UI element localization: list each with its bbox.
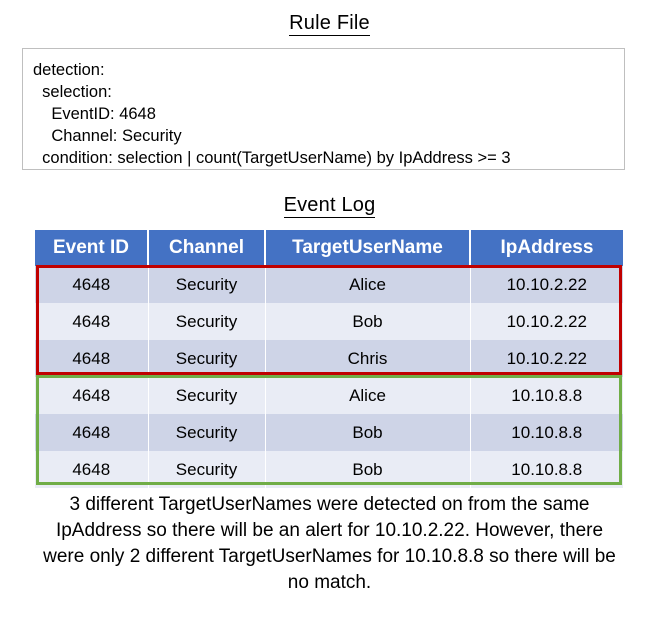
cell-event-id: 4648 xyxy=(35,377,149,414)
explanation-caption: 3 different TargetUserNames were detecte… xyxy=(43,494,616,593)
cell-targetusername: Alice xyxy=(264,377,471,414)
event-log-title: Event Log xyxy=(0,194,659,218)
cell-channel: Security xyxy=(147,377,266,414)
column-header-event-id: Event ID xyxy=(35,230,149,266)
cell-event-id: 4648 xyxy=(35,340,149,377)
cell-channel: Security xyxy=(147,266,266,303)
rule-line-detection: detection: xyxy=(33,61,105,79)
rule-file-title: Rule File xyxy=(0,12,659,36)
cell-channel: Security xyxy=(147,340,266,377)
cell-targetusername: Alice xyxy=(264,266,471,303)
event-log-table: Event ID Channel TargetUserName IpAddres… xyxy=(35,230,623,488)
rule-line-channel: Channel: Security xyxy=(33,127,182,145)
cell-event-id: 4648 xyxy=(35,266,149,303)
cell-targetusername: Chris xyxy=(264,340,471,377)
cell-targetusername: Bob xyxy=(264,414,471,451)
rule-line-eventid: EventID: 4648 xyxy=(33,105,156,123)
cell-targetusername: Bob xyxy=(264,451,471,488)
rule-file-box: detection: selection: EventID: 4648 Chan… xyxy=(22,48,625,170)
cell-channel: Security xyxy=(147,303,266,340)
cell-ipaddress: 10.10.8.8 xyxy=(469,377,623,414)
table-header-row: Event ID Channel TargetUserName IpAddres… xyxy=(35,230,623,266)
cell-event-id: 4648 xyxy=(35,451,149,488)
table-row: 4648 Security Alice 10.10.8.8 xyxy=(35,377,623,414)
rule-file-title-text: Rule File xyxy=(289,12,370,36)
cell-ipaddress: 10.10.8.8 xyxy=(469,451,623,488)
table-row: 4648 Security Bob 10.10.8.8 xyxy=(35,414,623,451)
column-header-targetusername: TargetUserName xyxy=(264,230,471,266)
cell-event-id: 4648 xyxy=(35,414,149,451)
cell-ipaddress: 10.10.2.22 xyxy=(469,340,623,377)
column-header-channel: Channel xyxy=(147,230,266,266)
table-row: 4648 Security Bob 10.10.2.22 xyxy=(35,303,623,340)
column-header-ipaddress: IpAddress xyxy=(469,230,623,266)
cell-event-id: 4648 xyxy=(35,303,149,340)
cell-targetusername: Bob xyxy=(264,303,471,340)
table-row: 4648 Security Alice 10.10.2.22 xyxy=(35,266,623,303)
rule-line-selection: selection: xyxy=(33,83,112,101)
event-log-title-text: Event Log xyxy=(283,194,376,218)
table-row: 4648 Security Chris 10.10.2.22 xyxy=(35,340,623,377)
cell-channel: Security xyxy=(147,414,266,451)
cell-ipaddress: 10.10.2.22 xyxy=(469,303,623,340)
rule-line-condition: condition: selection | count(TargetUserN… xyxy=(33,149,511,167)
table-row: 4648 Security Bob 10.10.8.8 xyxy=(35,451,623,488)
cell-channel: Security xyxy=(147,451,266,488)
cell-ipaddress: 10.10.2.22 xyxy=(469,266,623,303)
cell-ipaddress: 10.10.8.8 xyxy=(469,414,623,451)
